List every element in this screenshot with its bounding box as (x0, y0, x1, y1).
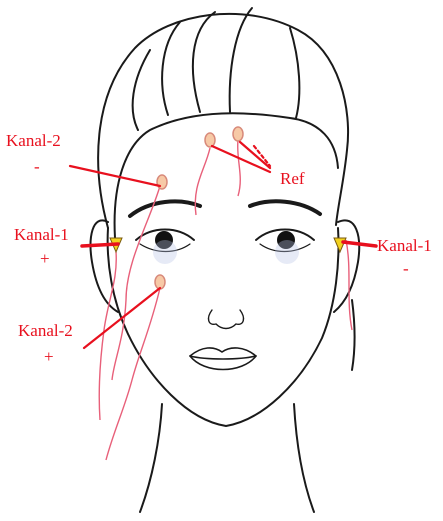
right-eye-shade (275, 240, 299, 264)
hair-strand (162, 22, 180, 115)
label-ref: Ref (280, 169, 305, 188)
label-kanal2-bottom: Kanal-2 (18, 321, 73, 340)
label-kanal1-right: Kanal-1 (377, 236, 432, 255)
label-kanal1-left: Kanal-1 (14, 225, 69, 244)
electrode-ref-2 (233, 127, 243, 141)
kanal2-bottom-pointer (84, 288, 160, 348)
hair-strand (230, 8, 252, 112)
hair-strand (133, 50, 150, 130)
upper-lip (190, 348, 256, 359)
hair-strand (193, 12, 215, 112)
electrode-ref-1 (205, 133, 215, 147)
hair-outline (98, 14, 348, 228)
electrode-wires (99, 140, 352, 460)
sign-kanal1-right: - (403, 259, 409, 278)
left-eyebrow (130, 201, 200, 216)
wire-kanal1-left (99, 252, 116, 420)
kanal1-right-pointer (343, 242, 376, 246)
right-eyebrow (250, 201, 320, 214)
electrode-kanal1-right (334, 238, 346, 252)
hair-back-right (352, 300, 355, 370)
ref-pointer-1 (212, 146, 270, 172)
hair-strand (290, 28, 299, 118)
wire-ref-2 (238, 140, 241, 196)
face-contour (108, 228, 339, 426)
sign-kanal2-bottom: + (44, 347, 54, 366)
label-kanal2-top: Kanal-2 (6, 131, 61, 150)
neck-left (140, 404, 162, 512)
electrode-kanal2-top (157, 175, 167, 189)
neck-right (294, 404, 314, 512)
sign-kanal1-left: + (40, 249, 50, 268)
kanal1-left-pointer (82, 244, 118, 246)
nose (209, 310, 244, 329)
kanal2-top-pointer (70, 166, 160, 186)
face-drawing (91, 8, 360, 512)
left-eye-shade (153, 240, 177, 264)
sign-kanal2-top: - (34, 157, 40, 176)
